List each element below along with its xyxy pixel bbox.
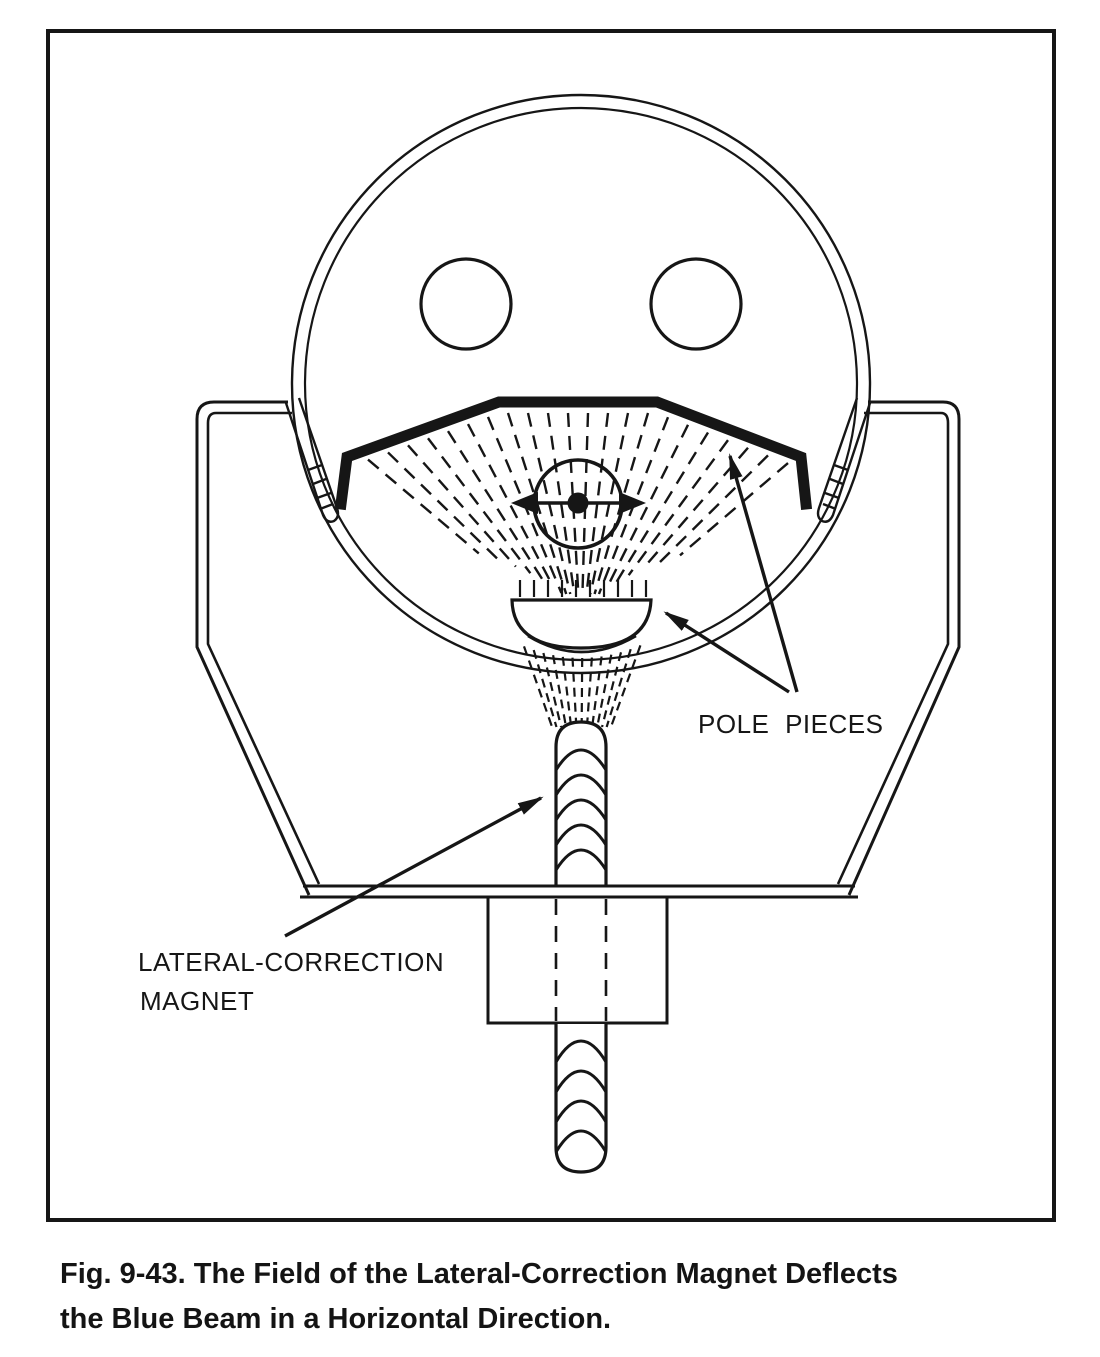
left-clamp-strip	[284, 397, 340, 523]
figure-frame	[46, 29, 1056, 1222]
caption-line-2: the Blue Beam in a Horizontal Direction.	[60, 1303, 612, 1335]
housing-bottom-plate	[300, 884, 858, 899]
right-clamp-strip	[816, 397, 872, 523]
callout-arrows	[284, 453, 799, 938]
pole-pieces-arrow-top-icon	[728, 453, 799, 693]
lateral-correction-label-line1: LATERAL-CORRECTION	[138, 947, 444, 977]
clamp-rungs	[307, 463, 849, 511]
housing-left-inner-wall	[206, 411, 321, 885]
lateral-magnet-arrow-icon	[284, 796, 544, 938]
caption-line-1: Fig. 9-43. The Field of the Lateral-Corr…	[60, 1258, 898, 1290]
housing	[195, 397, 961, 896]
magnet-rod-upper	[554, 720, 608, 886]
right-gun-circle	[649, 257, 743, 351]
rod-segments	[554, 748, 608, 871]
housing-right-inner-wall	[836, 411, 950, 885]
top-pole-piece	[334, 396, 813, 511]
beam-dot	[567, 492, 589, 514]
magnet-rod-lower	[554, 1024, 608, 1174]
deflection-arrow-left-icon	[511, 492, 538, 514]
figure-caption: Fig. 9-43. The Field of the Lateral-Corr…	[60, 1252, 1070, 1342]
housing-right-outer-wall	[847, 400, 961, 896]
magnetic-field-lines-funnel	[522, 645, 642, 728]
mounting-block	[486, 895, 669, 1025]
crt-neck-outline	[290, 93, 872, 675]
lens-pole-piece	[510, 598, 653, 650]
deflection-arrow-right-icon	[619, 492, 646, 514]
lateral-correction-label-line2: MAGNET	[140, 986, 254, 1016]
housing-left-outer-wall	[195, 400, 311, 896]
pole-pieces-label: POLE PIECES	[698, 709, 883, 739]
pole-pieces-arrow-lens-icon	[663, 611, 790, 694]
rod-hidden-dashed	[554, 899, 608, 1021]
blue-beam	[511, 458, 646, 550]
left-gun-circle	[419, 257, 513, 351]
rod-segments	[554, 1039, 608, 1153]
